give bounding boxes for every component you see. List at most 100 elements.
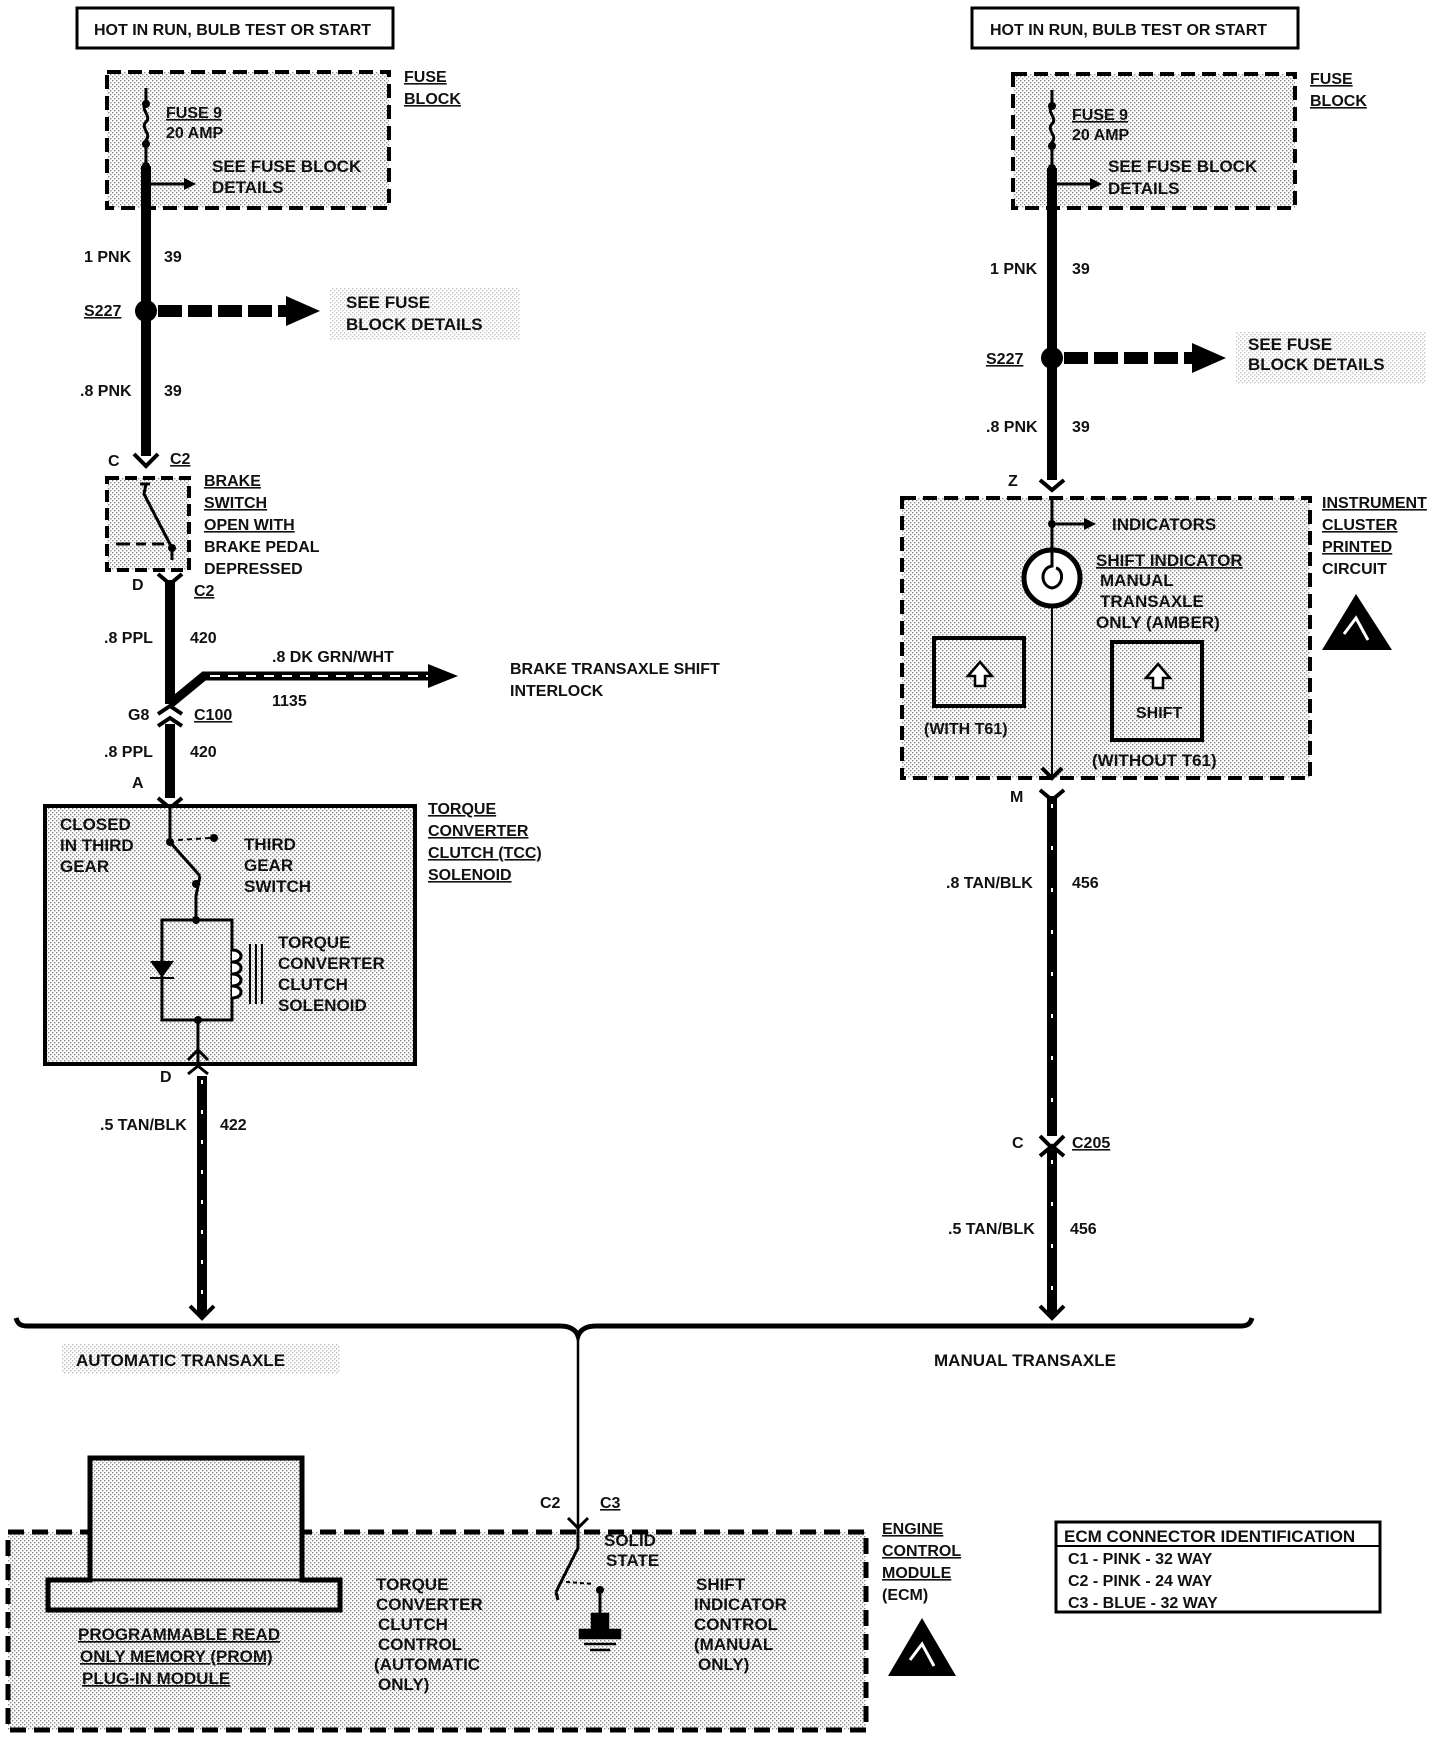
right-cluster-pin-top: Z: [1008, 473, 1018, 490]
right-with-t61-arrow-icon: [965, 660, 995, 688]
ecm-shift-control-5: ONLY): [698, 1655, 749, 1674]
right-with-t61-indicator: [932, 636, 1026, 708]
right-indicators-node: [1048, 520, 1056, 528]
right-cluster-label-3: PRINTED: [1322, 539, 1392, 556]
ecm-solid-state-switch: [554, 1528, 580, 1601]
right-wire1-color: 1 PNK: [990, 261, 1038, 278]
right-wire2-color: .8 PNK: [986, 419, 1038, 436]
bus-manual-label: MANUAL TRANSAXLE: [934, 1351, 1116, 1370]
right-splice-note-box: [1236, 332, 1426, 384]
left-third-gear-contact-3: [192, 880, 200, 888]
left-wire2-color: .8 PNK: [80, 383, 132, 400]
left-brake-switch-box: [105, 476, 191, 572]
left-tcc-connector-bottom: [186, 1047, 210, 1076]
left-wire3-circuit: 420: [190, 630, 217, 647]
right-wire3-color: .8 TAN/BLK: [946, 875, 1033, 892]
left-splice-note-box: [330, 288, 520, 340]
left-fuse-details-2: DETAILS: [212, 178, 283, 197]
left-tcc-box: [43, 804, 417, 1066]
right-without-t61-indicator: [1110, 640, 1204, 742]
ecm-connector-id-table: ECM CONNECTOR IDENTIFICATION C1 - PINK -…: [1054, 1520, 1382, 1614]
right-fuse-name: FUSE 9: [1072, 107, 1128, 124]
right-wire4-circuit: 456: [1070, 1221, 1097, 1238]
left-wire3-color: .8 PPL: [104, 630, 153, 647]
right-fuse-details-1: SEE FUSE BLOCK: [1108, 157, 1258, 176]
left-solenoid-node-top: [192, 916, 200, 924]
left-brake-switch-pivot: [168, 544, 176, 552]
left-fuse-symbol: [142, 88, 150, 166]
prom-module: [45, 1455, 343, 1613]
ecm-id-box: [1054, 1520, 1382, 1614]
right-fuse-rating: 20 AMP: [1072, 127, 1130, 144]
right-shift-lamp-filament: [1041, 552, 1063, 590]
left-third-gear-label-1: THIRD: [244, 835, 296, 854]
left-wire5-color: .5 TAN/BLK: [100, 1117, 187, 1134]
right-cluster-connector-top: [1038, 478, 1066, 493]
right-cluster-label-1: INSTRUMENT: [1322, 495, 1427, 512]
right-c205-pin: C: [1012, 1135, 1024, 1152]
right-circuit: HOT IN RUN, BULB TEST OR START FUSE BLOC…: [900, 6, 1427, 1321]
right-indicators-label: INDICATORS: [1112, 515, 1216, 534]
left-closed-label-3: GEAR: [60, 857, 109, 876]
left-c100-pin: G8: [128, 707, 149, 724]
left-wire5-circuit: 422: [220, 1117, 247, 1134]
right-shift-indicator: SHIFT INDICATOR: [1096, 551, 1243, 570]
ecm-ground-icon: [578, 1612, 622, 1652]
left-brake-label-1: BRAKE: [204, 473, 261, 490]
ecm-tcc-control-2: CONVERTER: [376, 1595, 483, 1614]
left-branch-dest-2: INTERLOCK: [510, 683, 604, 700]
ecm-module-label-3: MODULE: [882, 1565, 952, 1582]
right-fuse-block-label-2: BLOCK: [1310, 93, 1367, 110]
right-c205-connector: [1038, 1134, 1066, 1158]
ecm-shift-control-3: CONTROL: [694, 1615, 778, 1634]
left-solenoid-label-3: CLUTCH: [278, 975, 348, 994]
left-fuse-rating: 20 AMP: [166, 125, 224, 142]
left-tcc-title-2: CONVERTER: [428, 823, 529, 840]
ecm-shift-control-2: INDICATOR: [694, 1595, 787, 1614]
left-branch-dest-1: BRAKE TRANSAXLE SHIFT: [510, 661, 720, 678]
ecm-shift-control-1: SHIFT: [696, 1575, 746, 1594]
bus-automatic-bg: [62, 1344, 340, 1374]
right-splice-note-2: BLOCK DETAILS: [1248, 355, 1385, 374]
bus-line: [13, 1317, 1255, 1344]
ecm-switch-dash: [565, 1581, 595, 1585]
left-brake-pin-bottom: D: [132, 577, 144, 594]
right-fuse-block-label-1: FUSE: [1310, 71, 1353, 88]
left-tcc-title-4: SOLENOID: [428, 867, 512, 884]
right-cluster-label-4: CIRCUIT: [1322, 561, 1387, 578]
ecm-tcc-control-4: CONTROL: [378, 1635, 462, 1654]
ecm-module-label-2: CONTROL: [882, 1543, 961, 1560]
right-wire2-circuit: 39: [1072, 419, 1090, 436]
left-tcc-pin-top: A: [132, 775, 144, 792]
ecm-tcc-control-6: ONLY): [378, 1675, 429, 1694]
ecm-id-title: ECM CONNECTOR IDENTIFICATION: [1064, 1527, 1355, 1546]
ecm-id-row-2: C2 - PINK - 24 WAY: [1068, 1573, 1213, 1590]
left-wire4-color: .8 PPL: [104, 744, 153, 761]
right-wire4-color: .5 TAN/BLK: [948, 1221, 1035, 1238]
right-power-title: HOT IN RUN, BULB TEST OR START: [990, 22, 1267, 39]
right-without-t61-arrow-icon: [1143, 662, 1173, 690]
left-tcc-title-3: CLUTCH (TCC): [428, 845, 542, 862]
left-c100-connector: [156, 703, 184, 728]
left-coil-core: [249, 944, 263, 1004]
right-fuse-block: [1011, 72, 1297, 210]
ecm-id-row-3: C3 - BLUE - 32 WAY: [1068, 1595, 1218, 1612]
right-c205-conn: C205: [1072, 1135, 1110, 1152]
left-brake-conn-top: C2: [170, 451, 191, 468]
left-fuse-dot-1: [142, 100, 150, 108]
ecm-conn-c3: C3: [600, 1495, 621, 1512]
left-solenoid-label-4: SOLENOID: [278, 996, 367, 1015]
ecm-conn-c2: C2: [540, 1495, 561, 1512]
left-third-gear-contact-1: [166, 838, 174, 846]
left-third-gear-label-2: GEAR: [244, 856, 293, 875]
right-shift-text: SHIFT: [1136, 705, 1182, 722]
left-solenoid-label-1: TORQUE: [278, 933, 350, 952]
left-brake-label-3: OPEN WITH: [204, 517, 295, 534]
left-splice-label: S227: [84, 303, 121, 320]
transaxle-bus: AUTOMATIC TRANSAXLE MANUAL TRANSAXLE: [13, 1317, 1255, 1532]
right-fuse-dot-1: [1048, 102, 1056, 110]
right-shift-note-1: MANUAL: [1100, 571, 1174, 590]
right-power-title-box: [970, 6, 1300, 50]
right-without-t61-label: (WITHOUT T61): [1092, 751, 1217, 770]
left-third-gear-contact-2: [210, 834, 218, 842]
